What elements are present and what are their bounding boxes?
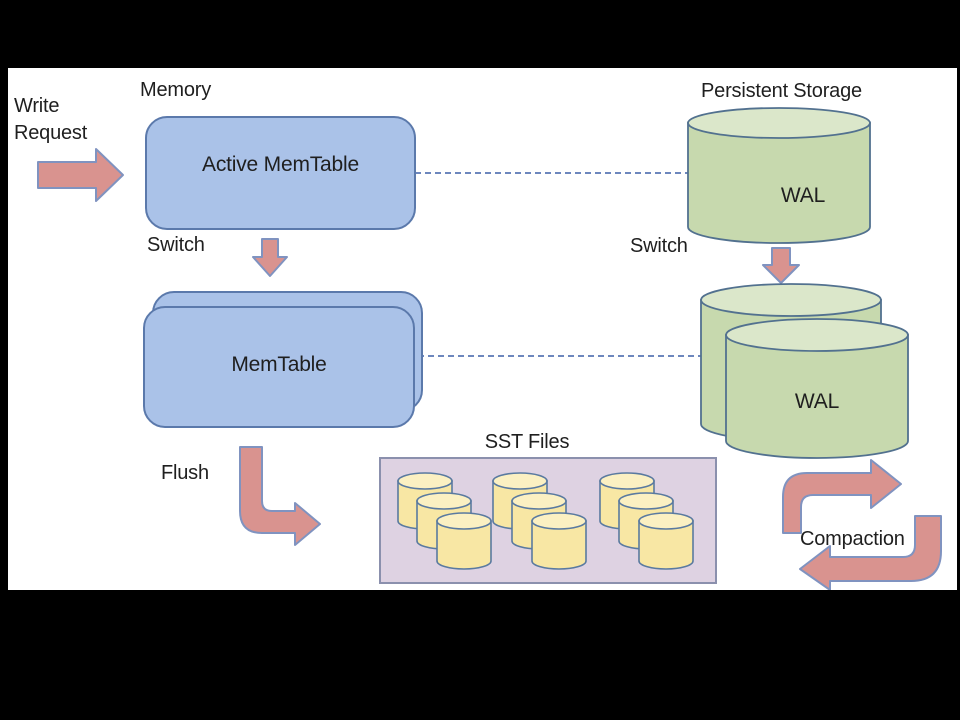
compaction-arrow-top-icon bbox=[782, 459, 902, 534]
sst-cylinder-top bbox=[511, 492, 567, 510]
sst-cylinder-top bbox=[416, 492, 472, 510]
wal-cylinder bbox=[687, 107, 871, 244]
sst-cylinder-top bbox=[618, 492, 674, 510]
flush-arrow-icon bbox=[239, 446, 321, 546]
wal-cylinder-body bbox=[687, 122, 871, 244]
sst-cylinder-group-3 bbox=[599, 472, 694, 570]
active-memtable-label: Active MemTable bbox=[202, 153, 359, 176]
persistent-storage-label: Persistent Storage bbox=[701, 80, 862, 102]
active-memtable-box bbox=[145, 116, 416, 230]
wal-label: WAL bbox=[780, 184, 826, 207]
sst-cylinder-top bbox=[638, 512, 694, 530]
wal-stack-front-body bbox=[725, 334, 909, 459]
memory-label: Memory bbox=[140, 79, 212, 101]
sst-cylinder bbox=[638, 520, 694, 570]
sst-cylinder-top bbox=[397, 472, 453, 490]
sst-cylinder-top bbox=[599, 472, 655, 490]
switch-left-label: Switch bbox=[147, 234, 205, 256]
sst-cylinder-group-2 bbox=[492, 472, 587, 570]
memtable-label: MemTable bbox=[231, 353, 327, 376]
sst-files-label: SST Files bbox=[484, 431, 570, 453]
flush-label: Flush bbox=[161, 462, 209, 484]
write-request-label: Write Request bbox=[14, 95, 88, 144]
sst-cylinder-top bbox=[531, 512, 587, 530]
compaction-arrow-bottom-icon bbox=[799, 515, 942, 590]
compaction-label: Compaction bbox=[800, 528, 905, 550]
write-request-arrow-icon bbox=[37, 148, 124, 202]
wal-cylinder-top bbox=[687, 107, 871, 139]
switch-right-label: Switch bbox=[630, 235, 688, 257]
wal-stack-label: WAL bbox=[794, 390, 840, 413]
sst-cylinder bbox=[436, 520, 492, 570]
diagram-art bbox=[37, 107, 942, 590]
memtable-front-box bbox=[143, 306, 415, 428]
switch-right-arrow-icon bbox=[762, 247, 800, 284]
wal-stack-front-cylinder bbox=[725, 318, 909, 459]
wal-stack-back-top bbox=[700, 283, 882, 317]
switch-left-arrow-icon bbox=[252, 238, 288, 277]
sst-cylinder-group-1 bbox=[397, 472, 492, 570]
wal-stack-front-top bbox=[725, 318, 909, 352]
sst-cylinder bbox=[531, 520, 587, 570]
sst-cylinder-top bbox=[436, 512, 492, 530]
sst-cylinder-top bbox=[492, 472, 548, 490]
